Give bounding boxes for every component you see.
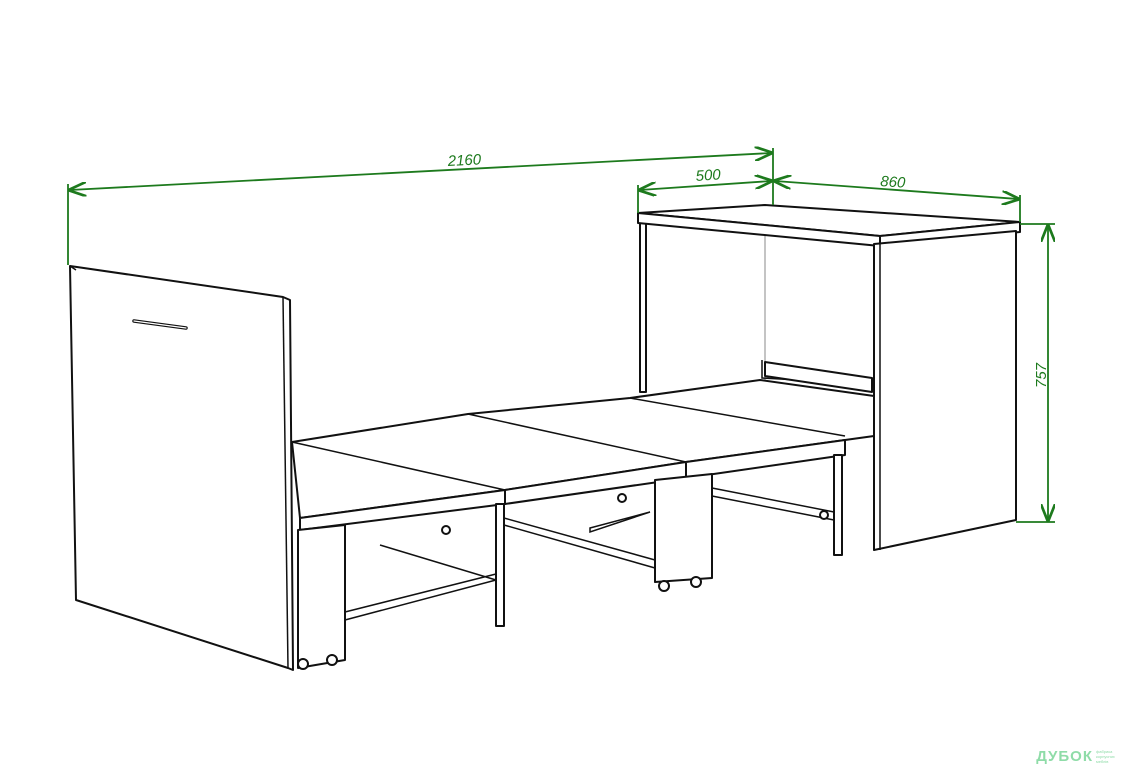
folding-bed	[291, 360, 875, 670]
dim-label-757: 757	[1033, 362, 1050, 388]
dim-label-500: 500	[695, 166, 722, 185]
headboard-panel	[69, 265, 294, 671]
dim-label-2160: 2160	[446, 151, 482, 170]
dimension-lines	[67, 148, 1055, 523]
dim-label-860: 860	[880, 173, 907, 192]
handle-icon	[132, 319, 188, 330]
logo-name: ДУБОК	[1036, 748, 1093, 765]
logo-tagline: фабрика корпусних меблів	[1096, 749, 1115, 764]
brand-logo: ДУБОК фабрика корпусних меблів	[1036, 748, 1118, 765]
